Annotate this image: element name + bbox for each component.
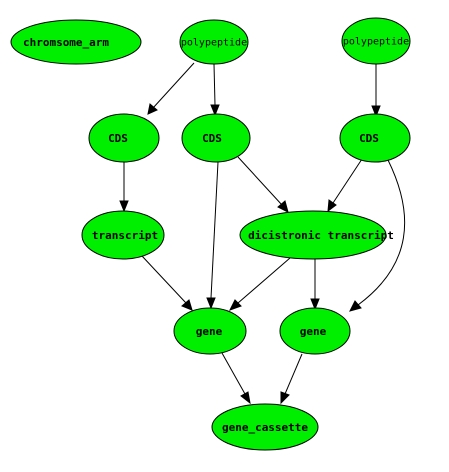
node-gene-1[interactable]: gene: [173, 307, 247, 355]
node-polypeptide-1[interactable]: polypeptide: [179, 19, 249, 65]
node-label: polypeptide: [343, 37, 409, 48]
edge-polypeptide-2-to-cds-3: [371, 64, 381, 118]
node-label: CDS: [359, 132, 379, 145]
edge-cds-2-to-gene-1: [206, 161, 219, 310]
node-shape: [88, 113, 160, 163]
node-shape: [179, 19, 249, 65]
node-shape: [279, 307, 351, 355]
node-cds-3[interactable]: CDS: [339, 113, 411, 163]
node-polypeptide-2[interactable]: polypeptide: [341, 17, 411, 65]
node-label: CDS: [108, 132, 128, 145]
edge-cds-3-to-gene-2: [349, 159, 406, 312]
edge-dicistronic-transcript-to-gene-2: [310, 259, 320, 311]
node-label: polypeptide: [181, 38, 247, 49]
node-gene-cassette[interactable]: gene_cassette: [211, 403, 319, 451]
edges: [119, 62, 406, 405]
node-shape: [239, 210, 387, 260]
node-label: chromsome_arm: [23, 36, 109, 49]
node-label: gene: [196, 325, 223, 338]
node-cds-2[interactable]: CDS: [181, 113, 251, 163]
node-shape: [341, 17, 411, 65]
node-label: gene_cassette: [222, 421, 308, 434]
edge-gene-2-to-gene-cassette: [280, 353, 303, 405]
node-shape: [173, 307, 247, 355]
node-label: gene: [300, 325, 327, 338]
node-transcript[interactable]: transcript: [81, 210, 165, 260]
node-shape: [211, 403, 319, 451]
nodes: chromsome_arm polypeptide polypeptide CD…: [10, 17, 411, 451]
node-dicistronic-transcript[interactable]: dicistronic transcript: [239, 210, 394, 260]
node-label: dicistronic transcript: [248, 229, 394, 242]
node-cds-1[interactable]: CDS: [88, 113, 160, 163]
node-gene-2[interactable]: gene: [279, 307, 351, 355]
node-shape: [339, 113, 411, 163]
edge-transcript-to-gene-1: [141, 255, 193, 311]
edge-cds-2-to-dicistronic-transcript: [237, 156, 289, 213]
node-label: transcript: [92, 229, 158, 242]
node-shape: [10, 19, 142, 65]
node-shape: [81, 210, 165, 260]
edge-polypeptide-1-to-cds-2: [210, 63, 220, 117]
node-shape: [181, 113, 251, 163]
node-chromosome-arm[interactable]: chromsome_arm: [10, 19, 142, 65]
edge-dicistronic-transcript-to-gene-1: [228, 257, 291, 311]
edge-polypeptide-1-to-cds-1: [147, 62, 195, 115]
edge-gene-1-to-gene-cassette: [221, 352, 251, 405]
node-label: CDS: [202, 132, 222, 145]
edge-cds-3-to-dicistronic-transcript: [327, 158, 363, 213]
edge-cds-1-to-transcript: [119, 161, 129, 213]
